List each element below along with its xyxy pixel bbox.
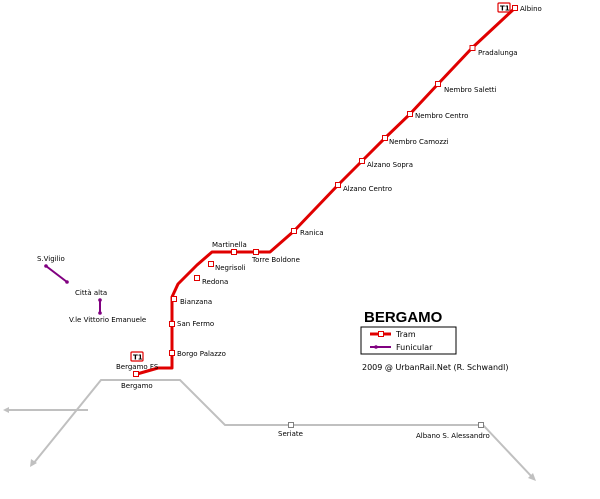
rail-station-label-albano: Albano S. Alessandro [416,432,490,440]
funicular-label-vle-vittorio-emanuele: V.le Vittorio Emanuele [69,316,146,324]
funicular-station-marker [98,298,102,302]
tram-station-label-bianzana: Bianzana [180,298,212,306]
legend-tram-station-swatch [378,331,384,337]
funiculars: S.Vigilio Città alta V.le Vittorio Emanu… [37,255,146,324]
line-badge-t1-albino: T1 [497,2,511,13]
tram-station-marker [253,249,259,255]
tram-station-label-pradalunga: Pradalunga [478,49,518,57]
tram-station-label-torre-boldone: Torre Boldone [251,256,300,264]
rail-station-label-bergamo: Bergamo [121,382,153,390]
tram-station-marker [469,45,476,51]
tram-station-label-bergamo-fs: Bergamo FS [116,363,159,371]
tram-station-marker [133,371,139,377]
tram-station-marker [231,249,237,255]
tram-line-t1-path [136,6,517,376]
railway-arrow-southwest [30,459,37,467]
svg-text:T1: T1 [500,5,510,13]
tram-station-marker [335,182,341,188]
map-legend: BERGAMO Tram Funicular 2009 @ UrbanRail.… [360,309,508,372]
rail-station-marker [288,422,294,428]
railway-lines [3,379,536,481]
tram-stations: Albino Pradalunga Nembro Saletti Nembro … [116,5,542,377]
tram-station-label-san-fermo: San Fermo [177,320,214,328]
rail-station-label-seriate: Seriate [278,430,303,438]
tram-station-label-ranica: Ranica [300,229,324,237]
tram-station-label-martinella: Martinella [212,241,247,249]
tram-station-marker [171,296,177,302]
line-badges: T1 T1 [130,2,511,362]
tram-station-label-nembro-centro: Nembro Centro [415,112,468,120]
rail-station-marker [478,422,484,428]
legend-funicular-station-swatch [374,345,378,349]
tram-station-marker [359,158,365,164]
railway-stations: Bergamo Seriate Albano S. Alessandro [121,382,490,440]
legend-tram-label: Tram [395,330,416,339]
railway-southwest-branch [32,379,534,479]
tram-station-marker [435,81,441,87]
funicular-label-citta-alta: Città alta [75,289,107,297]
map-title: BERGAMO [364,309,443,326]
svg-text:T1: T1 [133,354,143,362]
tram-station-label-borgo-palazzo: Borgo Palazzo [177,350,226,358]
tram-station-label-alzano-centro: Alzano Centro [343,185,392,193]
tram-station-marker [169,350,175,356]
funicular-station-marker [65,280,69,284]
tram-line-t1 [136,6,517,376]
tram-station-label-nembro-saletti: Nembro Saletti [444,86,497,94]
tram-station-marker [382,135,388,141]
funicular-station-marker [44,264,48,268]
tram-station-marker [208,261,214,267]
tram-station-label-nembro-camozzi: Nembro Camozzi [389,138,449,146]
tram-station-marker [407,111,413,117]
tram-station-marker [291,228,297,234]
tram-station-label-redona: Redona [202,278,228,286]
tram-station-label-albino: Albino [520,5,542,13]
funicular-san-vigilio-line [45,265,68,283]
tram-station-marker [512,5,518,11]
funicular-station-marker [98,311,102,315]
map-credit: 2009 @ UrbanRail.Net (R. Schwandl) [362,363,508,372]
legend-frame [360,326,457,355]
line-badge-t1-bergamo-fs: T1 [130,351,144,362]
tram-station-label-negrisoli: Negrisoli [215,264,246,272]
tram-station-label-alzano-sopra: Alzano Sopra [367,161,413,169]
railway-arrow-southeast [528,473,536,481]
funicular-label-s-vigilio: S.Vigilio [37,255,65,263]
legend-funicular-label: Funicular [396,343,433,352]
tram-station-marker [169,321,175,327]
tram-station-marker [194,275,200,281]
railway-arrow-west [3,407,9,413]
